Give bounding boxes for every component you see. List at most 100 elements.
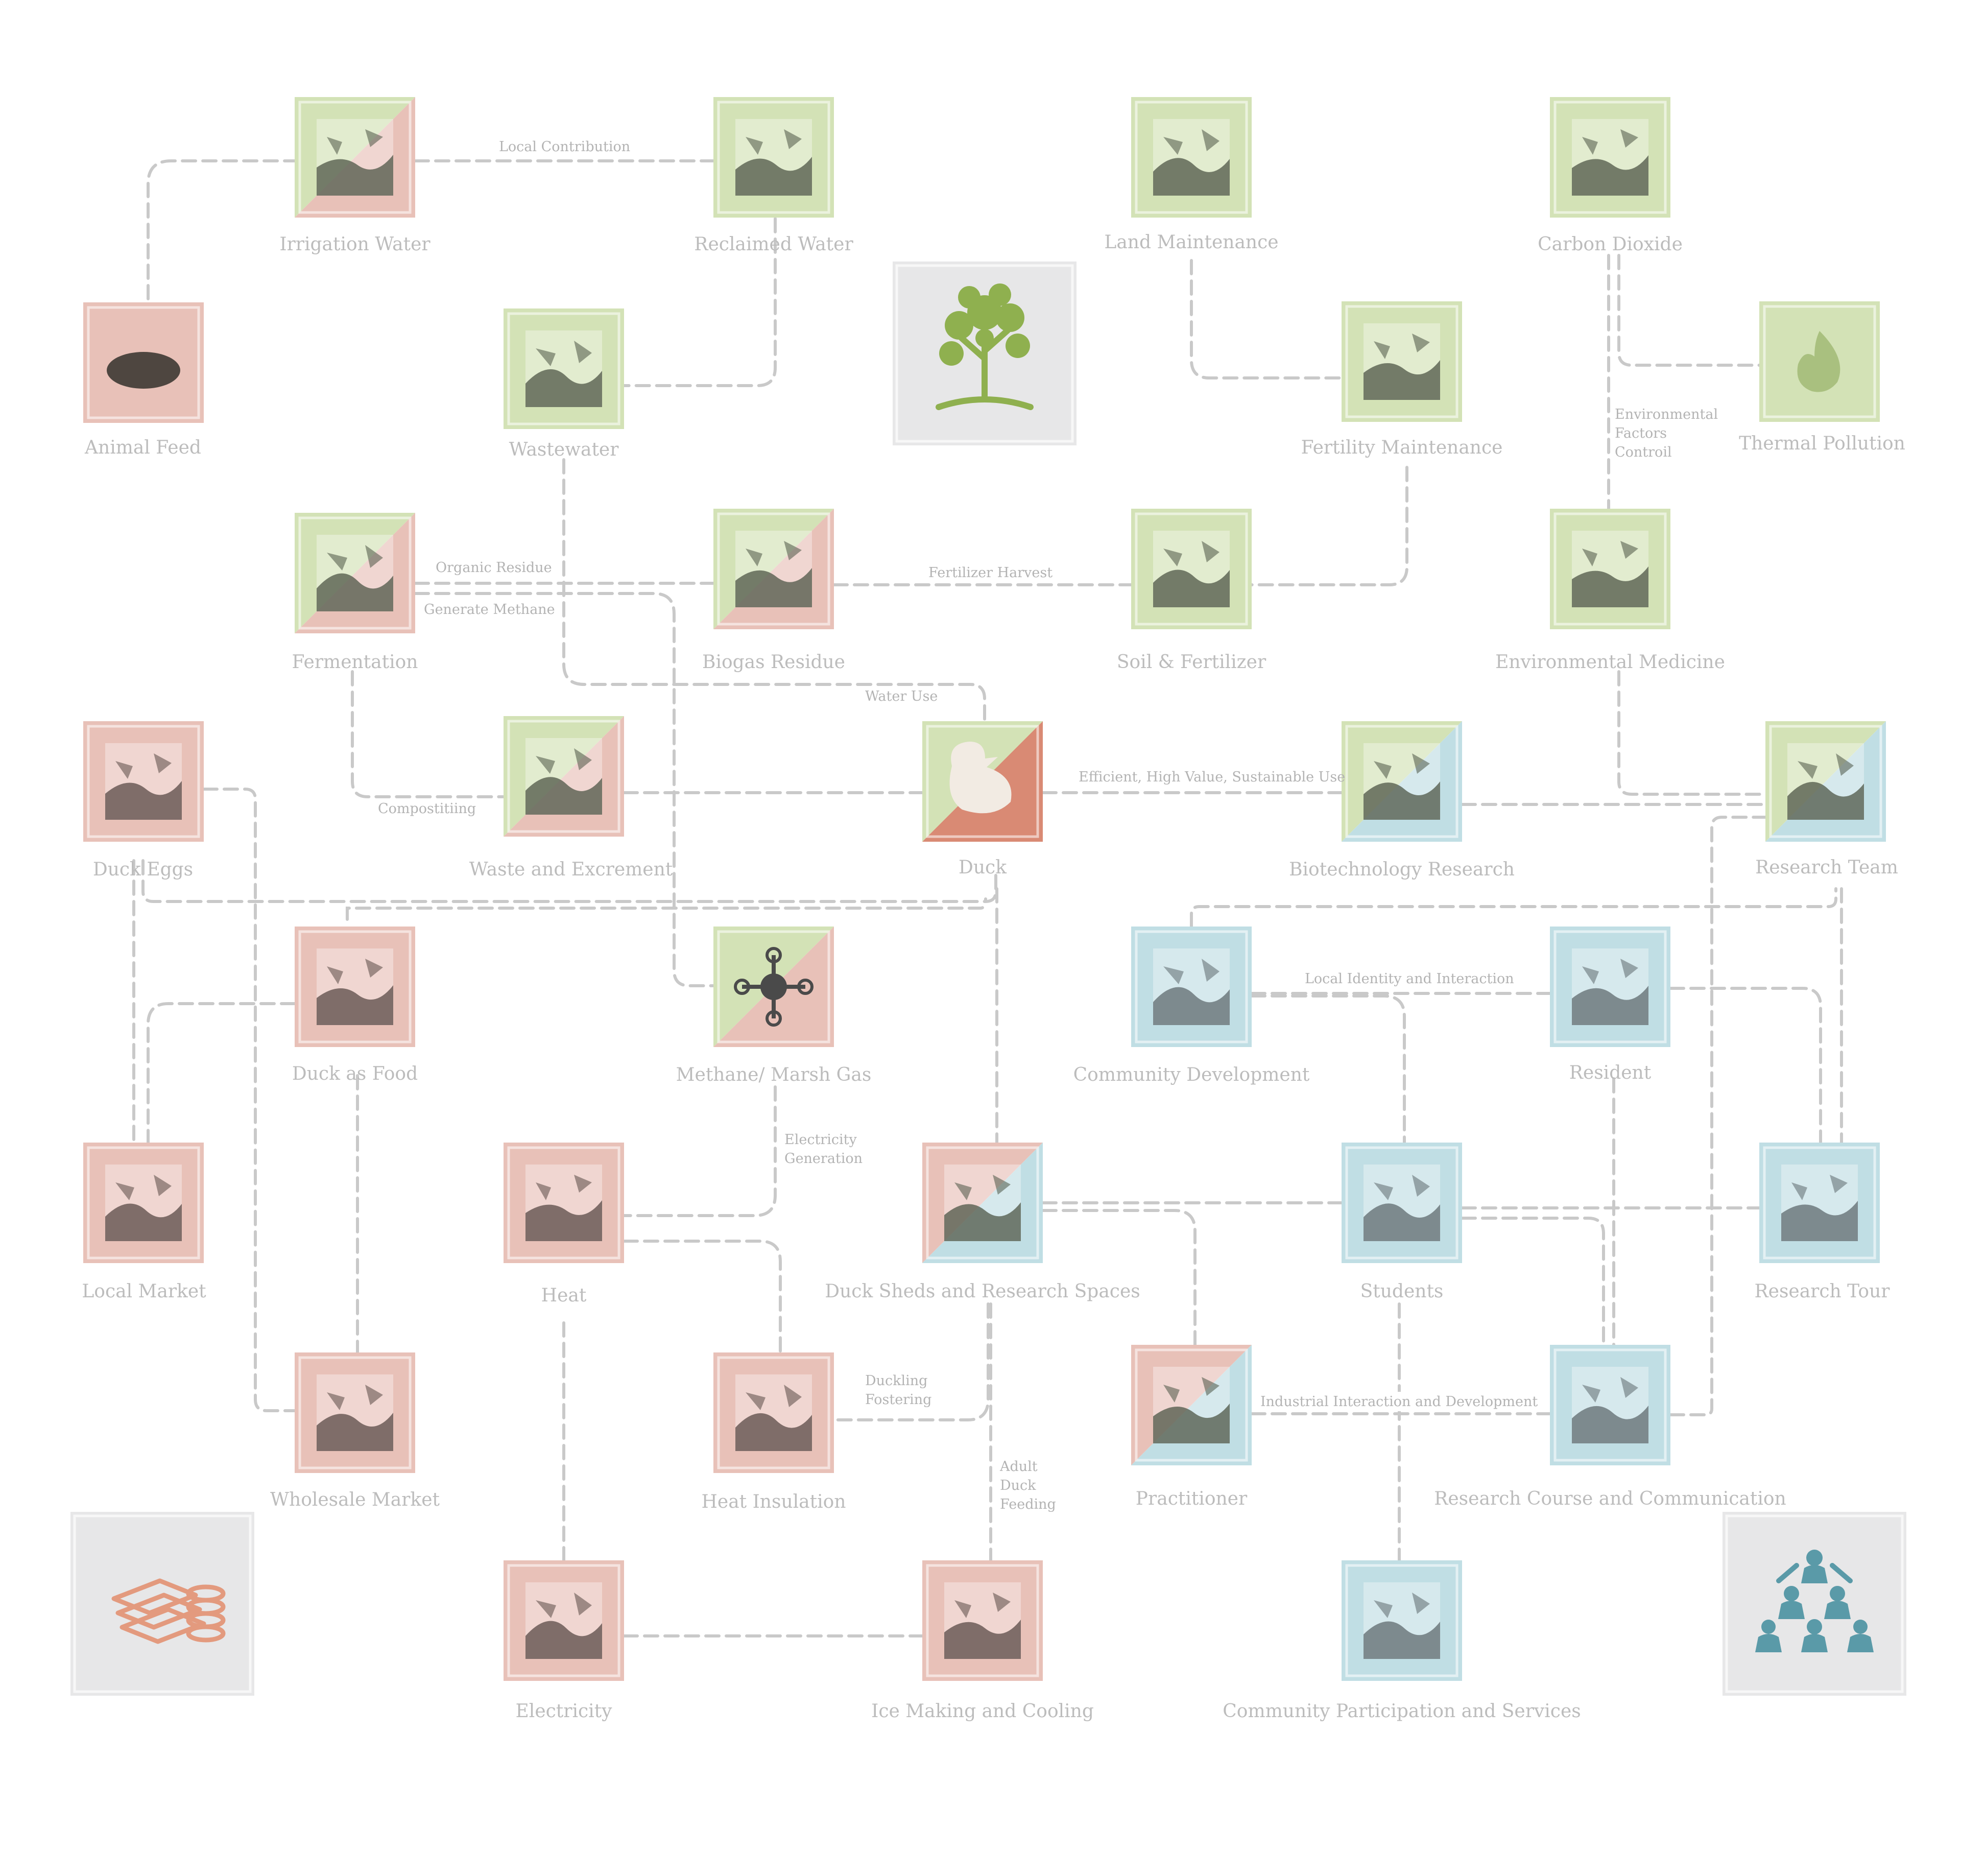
tile-background [922, 1560, 1043, 1681]
node-label: Land Maintenance [1104, 232, 1278, 253]
edge-label-line: Local Identity and Interaction [1305, 971, 1514, 987]
tile-frame [507, 1146, 620, 1260]
tile-background [83, 721, 204, 842]
connector-line [1190, 259, 1343, 379]
tree-panel [893, 262, 1077, 445]
node-local-market: Local Market [82, 1143, 206, 1302]
tile-frame [87, 1146, 200, 1260]
tile-frame [926, 1146, 1039, 1260]
tile-background [295, 927, 415, 1047]
sunset-icon [525, 1165, 602, 1241]
tile-frame [507, 312, 620, 425]
node-label: Carbon Dioxide [1538, 234, 1683, 255]
water-ripple-icon [735, 119, 812, 196]
node-fermentation: Fermentation [292, 513, 418, 673]
node-electricity: Electricity [504, 1560, 624, 1722]
node-land-maintenance: Land Maintenance [1104, 97, 1279, 253]
node-label: Duck Sheds and Research Spaces [825, 1281, 1140, 1302]
node-duck: Duck [922, 721, 1043, 878]
node-label: Practitioner [1136, 1488, 1248, 1509]
node-thermal-pollution: Thermal Pollution [1739, 301, 1905, 454]
market-stall-icon [105, 1165, 182, 1241]
feature-panels [70, 262, 1906, 1696]
node-wholesale-market: Wholesale Market [270, 1352, 440, 1510]
tile-frame [1345, 1146, 1458, 1260]
money-coins-panel [70, 1512, 254, 1696]
tile-frame [717, 930, 830, 1043]
node-label: Research Tour [1755, 1281, 1891, 1302]
volunteers-icon [1364, 1582, 1440, 1659]
tile-frame [926, 1564, 1039, 1677]
tile-background [504, 1143, 624, 1263]
connector-lines [132, 159, 1843, 1637]
grain-pile-icon [107, 352, 180, 389]
tile-frame [87, 306, 200, 419]
tile-background [1131, 509, 1252, 629]
flame-icon [1797, 331, 1840, 392]
node-heat: Heat [504, 1143, 624, 1306]
lab-research-icon [1364, 743, 1440, 820]
node-label: Local Market [82, 1281, 206, 1302]
connector-line [414, 592, 715, 987]
connector-line [1669, 987, 1822, 1144]
connector-line [623, 217, 777, 387]
node-resident: Resident [1550, 927, 1670, 1083]
tile-frame [1135, 1348, 1248, 1462]
tile-frame [298, 930, 412, 1043]
node-duck-eggs: Duck Eggs [83, 721, 204, 880]
edge-label-local-contribution: Local Contribution [499, 139, 630, 155]
tile-background [1550, 927, 1670, 1047]
tile-frame [1763, 305, 1876, 418]
node-irrigation-water: Irrigation Water [279, 97, 431, 255]
edge-label-line: Controil [1615, 444, 1672, 460]
node-label: Biogas Residue [702, 652, 845, 673]
node-biotech-research: Biotechnology Research [1289, 721, 1515, 880]
edge-label-fertilizer-harvest: Fertilizer Harvest [928, 565, 1053, 581]
tile-background [713, 1352, 834, 1473]
tile-frame [298, 101, 412, 214]
ducklings-heat-icon [735, 1374, 812, 1451]
tile-frame [507, 1564, 620, 1677]
people-pyramid-icon [1755, 1550, 1874, 1652]
node-carbon-dioxide: Carbon Dioxide [1538, 97, 1683, 255]
edge-label-line: Fertilizer Harvest [928, 565, 1053, 581]
node-label: Electricity [516, 1701, 613, 1722]
panel-frame [1725, 1514, 1904, 1693]
tile-frame [1553, 512, 1667, 626]
edge-label-line: Local Contribution [499, 139, 630, 155]
node-ice-making: Ice Making and Cooling [871, 1560, 1094, 1722]
tile-frame [717, 512, 830, 626]
tile-background [713, 97, 834, 218]
node-label: Resident [1569, 1062, 1652, 1083]
eggs-icon [105, 743, 182, 820]
node-label: Irrigation Water [279, 234, 431, 255]
tile-frame [1763, 1146, 1876, 1260]
student-icon [1364, 1165, 1440, 1241]
node-practitioner: Practitioner [1131, 1345, 1252, 1509]
tile-background [1342, 1143, 1462, 1263]
node-label: Community Participation and Services [1223, 1701, 1581, 1722]
edge-label-industrial-interaction: Industrial Interaction and Development [1260, 1394, 1538, 1410]
excrement-icon [525, 738, 602, 815]
molecule-icon [734, 947, 814, 1027]
edge-label-line: Organic Residue [436, 560, 552, 576]
tile-frame [1135, 930, 1248, 1043]
panel-background [1723, 1512, 1906, 1696]
drain-water-icon [525, 330, 602, 407]
node-students: Students [1342, 1143, 1462, 1302]
connector-line [1190, 887, 1837, 928]
node-biogas-residue: Biogas Residue [702, 509, 845, 673]
crowd-icon [1153, 1367, 1230, 1443]
connector-line [141, 859, 997, 903]
connector-line [1250, 466, 1408, 586]
edge-label-line: Factors [1615, 425, 1667, 441]
node-label: Research Team [1755, 857, 1898, 878]
warehouse-icon [317, 1374, 393, 1451]
node-label: Duck [959, 857, 1007, 878]
connector-line [562, 458, 986, 723]
tile-background [504, 1560, 624, 1681]
